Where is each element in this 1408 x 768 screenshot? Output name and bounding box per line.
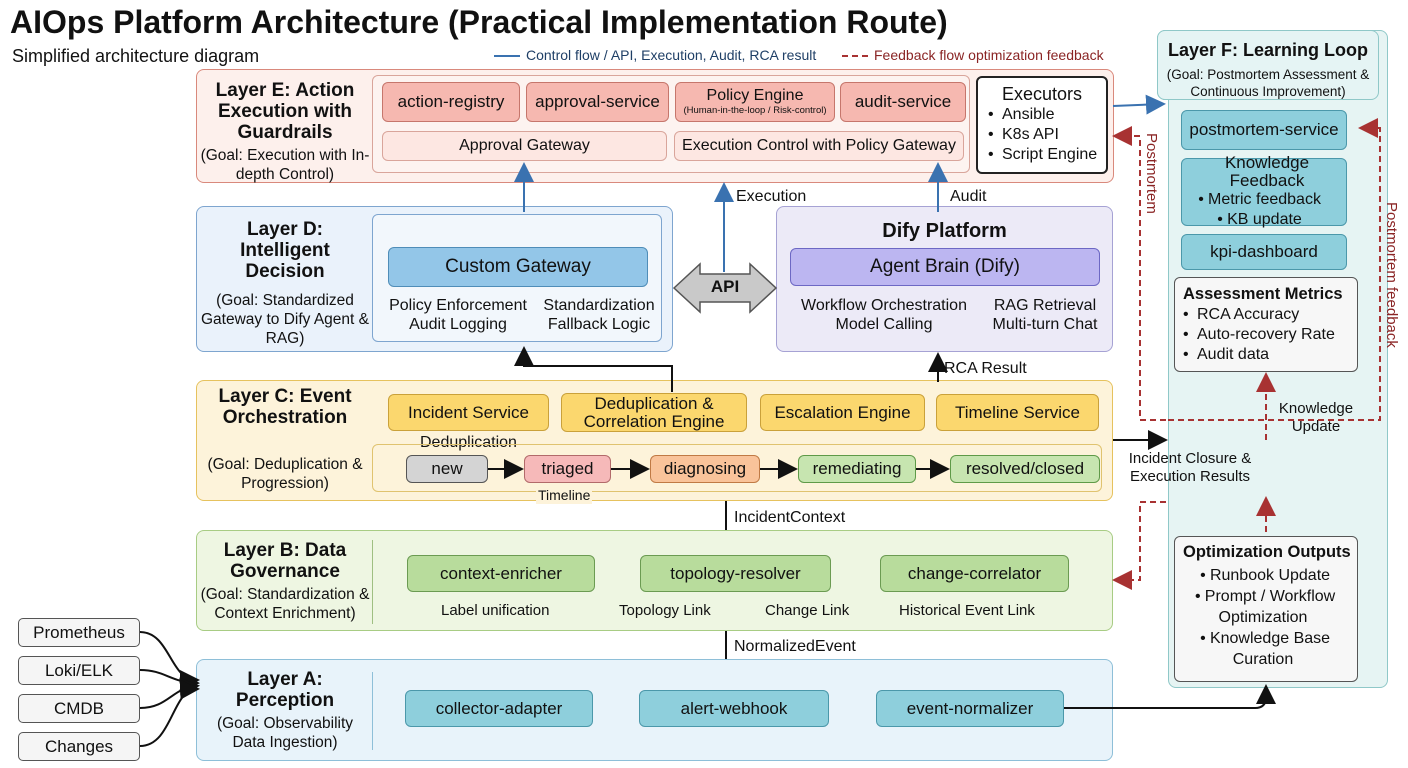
action-registry-box: action-registry [382,82,520,122]
gateway-right-features: Standardization Fallback Logic [543,297,655,333]
link-historical-event: Historical Event Link [899,602,1035,619]
legend-feedback-flow: Feedback flow optimization feedback [842,47,1104,63]
incident-service-box: Incident Service [388,394,549,431]
event-normalizer-box: event-normalizer [876,690,1064,727]
assessment-metrics-title: Assessment Metrics [1183,284,1343,303]
gateway-left-features: Policy Enforcement Audit Logging [389,297,527,333]
state-resolved-closed: resolved/closed [950,455,1100,483]
layer-d-goal: (Goal: Standardized Gateway to Dify Agen… [200,292,369,347]
flow-label-postmortem: Postmortem [1143,133,1160,214]
metric-item: Audit data [1183,345,1335,365]
knowledge-feedback-box: Knowledge Feedback Metric feedback KB up… [1181,154,1347,228]
knowledge-feedback-list: Metric feedback KB update [1188,190,1321,230]
assessment-metrics-box: Assessment Metrics RCA Accuracy Auto-rec… [1174,277,1358,372]
agent-brain-box: Agent Brain (Dify) [790,248,1100,286]
layer-b-divider [372,540,373,624]
alert-webhook-box: alert-webhook [639,690,829,727]
layer-d-title: Layer D: Intelligent Decision [240,219,330,282]
metric-item: RCA Accuracy [1183,305,1335,325]
executor-item: K8s API [988,125,1097,145]
policy-engine-note: (Human-in-the-loop / Risk-control) [683,105,827,116]
flow-label-rca-result: RCA Result [944,360,1027,377]
dify-right-features: RAG Retrieval Multi-turn Chat [992,297,1098,333]
source-cmdb: CMDB [18,694,140,723]
timeline-label: Timeline [536,486,593,504]
timeline-service-box: Timeline Service [936,394,1099,431]
layer-f-goal: (Goal: Postmortem Assessment & Continuou… [1166,67,1370,99]
executor-item: Script Engine [988,145,1097,165]
optimization-outputs-title: Optimization Outputs [1183,543,1351,561]
flow-label-normalized-event: NormalizedEvent [734,638,856,655]
executors-box: Executors Ansible K8s API Script Engine [976,76,1108,174]
opt-item: Prompt / Workflow Optimization [1183,586,1343,628]
opt-item: Runbook Update [1183,565,1343,586]
link-topology: Topology Link [619,602,711,619]
optimization-outputs-list: Runbook Update Prompt / Workflow Optimiz… [1183,565,1343,670]
approval-service-box: approval-service [526,82,669,122]
legend-solid-line [494,55,520,58]
layer-e-goal: (Goal: Execution with In-depth Control) [200,147,370,183]
executors-title: Executors [1002,84,1083,104]
flow-label-postmortem-feedback: Postmortem feedback [1383,202,1400,348]
kf-item: Metric feedback [1194,190,1321,210]
kpi-dashboard-box: kpi-dashboard [1181,234,1347,270]
layer-c-goal: (Goal: Deduplication & Progression) [207,456,363,492]
flow-label-audit: Audit [950,188,987,205]
deduplication-label: Deduplication [420,434,517,451]
metric-item: Auto-recovery Rate [1183,325,1335,345]
layer-a-divider [372,672,373,750]
state-remediating: remediating [798,455,916,483]
source-loki-elk: Loki/ELK [18,656,140,685]
knowledge-update-label: Knowledge Update [1278,400,1354,435]
page-title: AIOps Platform Architecture (Practical I… [10,4,948,40]
layer-f-title-card [1157,30,1379,100]
dify-left-features: Workflow Orchestration Model Calling [801,297,967,333]
execution-control-box: Execution Control with Policy Gateway [674,131,964,161]
approval-gateway-box: Approval Gateway [382,131,667,161]
opt-item: Knowledge Base Curation [1183,628,1343,670]
legend-dashed-line [842,55,868,58]
optimization-outputs-box: Optimization Outputs Runbook Update Prom… [1174,536,1358,682]
api-label: API [710,277,740,296]
source-prometheus: Prometheus [18,618,140,647]
flow-label-incident-closure: Incident Closure & Execution Results [1128,450,1252,485]
topology-resolver-box: topology-resolver [640,555,831,592]
change-correlator-box: change-correlator [880,555,1069,592]
custom-gateway-box: Custom Gateway [388,247,648,287]
context-enricher-box: context-enricher [407,555,595,592]
state-new: new [406,455,488,483]
policy-engine-box: Policy Engine (Human-in-the-loop / Risk-… [675,82,835,122]
layer-a-goal: (Goal: Observability Data Ingestion) [216,715,354,751]
layer-b-title: Layer B: Data Governance [223,540,347,582]
flow-label-incident-context: IncidentContext [734,509,846,526]
layer-e-title: Layer E: Action Execution with Guardrail… [215,80,355,143]
layer-f-title: Layer F: Learning Loop [1167,40,1368,60]
assessment-metrics-list: RCA Accuracy Auto-recovery Rate Audit da… [1183,305,1335,365]
kf-item: KB update [1194,210,1321,230]
dedup-correlation-box: Deduplication & Correlation Engine [561,393,747,432]
state-triaged: triaged [524,455,611,483]
dify-platform-title: Dify Platform [882,220,1007,242]
collector-adapter-box: collector-adapter [405,690,593,727]
layer-c-title: Layer C: Event Orchestration [218,386,352,428]
state-machine-group [372,444,1102,492]
layer-a-title: Layer A: Perception [235,669,335,711]
escalation-engine-box: Escalation Engine [760,394,925,431]
link-label-unification: Label unification [441,602,550,619]
executors-list: Ansible K8s API Script Engine [988,105,1097,165]
page-subtitle: Simplified architecture diagram [12,46,260,66]
policy-engine-label: Policy Engine [706,87,804,104]
flow-label-execution: Execution [736,188,807,205]
legend-control-flow: Control flow / API, Execution, Audit, RC… [494,47,816,63]
audit-service-box: audit-service [840,82,966,122]
knowledge-feedback-title: Knowledge Feedback [1224,153,1310,190]
layer-b-goal: (Goal: Standardization & Context Enrichm… [200,586,370,622]
postmortem-service-box: postmortem-service [1181,110,1347,150]
source-changes: Changes [18,732,140,761]
state-diagnosing: diagnosing [650,455,760,483]
executor-item: Ansible [988,105,1097,125]
link-change: Change Link [765,602,850,619]
